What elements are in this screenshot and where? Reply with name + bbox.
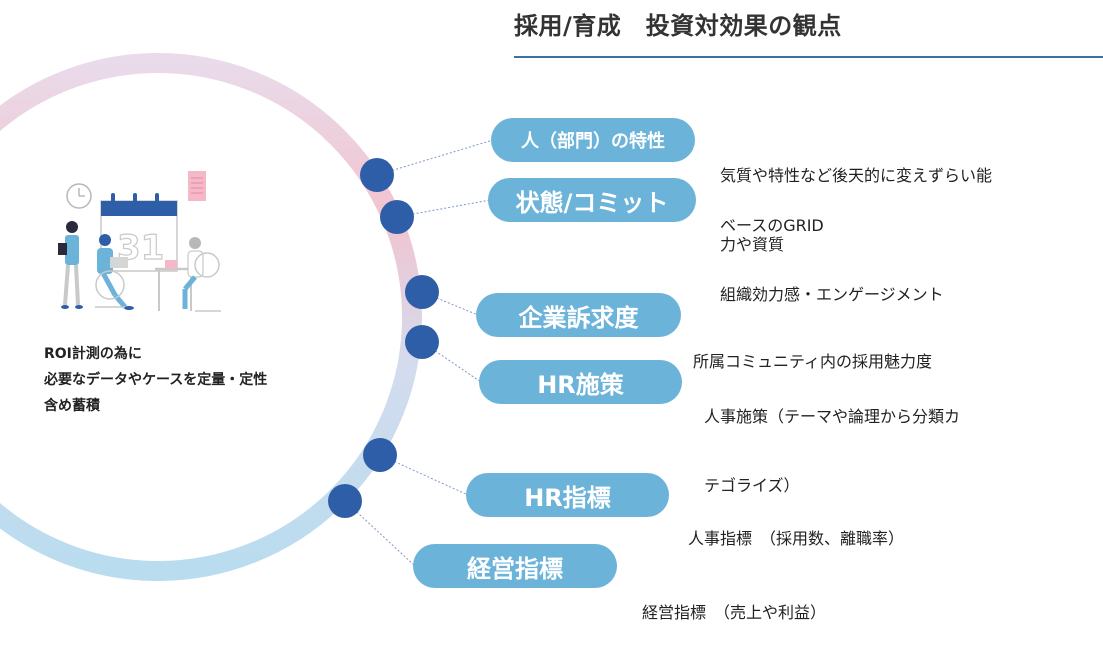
title-divider (514, 56, 1103, 58)
roi-caption-line-1: ROI計測の為に (44, 346, 142, 362)
ring-dot (360, 158, 394, 192)
document-icon (188, 171, 206, 201)
item-desc-management-indicators: 経営指標 （売上や利益） (642, 555, 826, 647)
ring-dot (363, 438, 397, 472)
roi-caption-line-3: 含め蓄積 (44, 398, 100, 414)
item-pill-management-indicators: 経営指標 (413, 544, 617, 588)
item-desc-line: 組織効力感・エンゲージメント (720, 285, 944, 304)
item-desc-state-commit: ベースのGRID 組織効力感・エンゲージメント (720, 168, 944, 329)
item-desc-hr-indicators: 人事指標 （採用数、離職率） (688, 481, 904, 573)
connector-line (376, 139, 494, 176)
calendar-icon: 31 (100, 193, 178, 272)
item-desc-corporate-appeal: 所属コミュニティ内の採用魅力度 (693, 304, 932, 396)
team-calendar-illustration: 31 (55, 165, 225, 324)
item-desc-line: 力や資質 (720, 235, 785, 254)
item-desc-line: 経営指標 （売上や利益） (642, 603, 827, 622)
person-laptop-icon (95, 234, 134, 310)
item-desc-line: 人事施策（テーマや論理から分類カ (704, 407, 961, 426)
item-desc-line: 気質や特性など後天的に変えずらい能 (720, 166, 993, 185)
item-pill-corporate-appeal: 企業訴求度 (476, 293, 681, 337)
item-pill-characteristics: 人（部門）の特性 (491, 118, 695, 162)
ring-arc (0, 53, 422, 581)
item-desc-line: テゴライズ） (704, 476, 800, 495)
item-desc-line: 人事指標 （採用数、離職率） (688, 529, 905, 548)
ring-dot (405, 275, 439, 309)
ring-dots (328, 158, 439, 518)
ring-dot (328, 484, 362, 518)
item-pill-state-commit: 状態/コミット (488, 178, 696, 222)
ring-dot (380, 200, 414, 234)
item-desc-line: ベースのGRID (720, 216, 824, 235)
item-pill-hr-indicators: HR指標 (466, 473, 669, 517)
item-desc-line: 所属コミュニティ内の採用魅力度 (693, 352, 933, 371)
person-sitting-icon (182, 237, 221, 312)
ring-dot (405, 325, 439, 359)
roi-caption-line-2: 必要なデータやケースを定量・定性 (44, 372, 268, 388)
item-desc-characteristics: 気質や特性など後天的に変えずらい能 力や資質 (720, 118, 992, 279)
item-desc-hr-measures: 人事施策（テーマや論理から分類カ テゴライズ） (704, 359, 960, 520)
roi-caption: ROI計測の為に 必要なデータやケースを定量・定性 含め蓄積 (44, 341, 267, 419)
person-standing-icon (58, 221, 83, 309)
item-pill-hr-measures: HR施策 (479, 360, 682, 404)
page-title: 採用/育成 投資対効果の観点 (514, 12, 842, 40)
process-ring-diagram (0, 53, 494, 581)
